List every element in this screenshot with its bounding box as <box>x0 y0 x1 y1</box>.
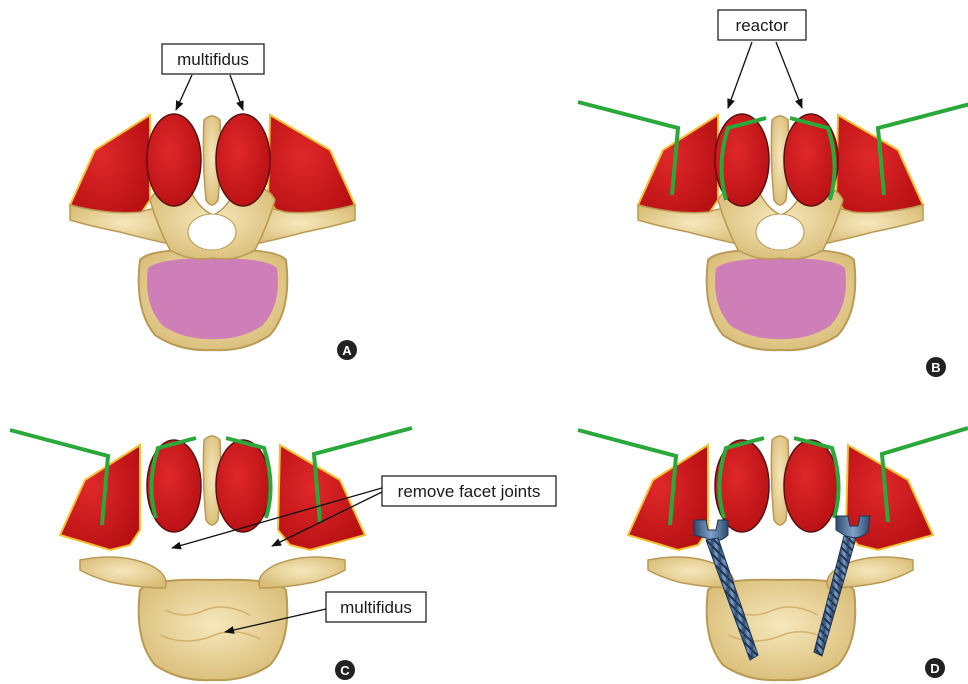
panel-c: remove facet joints multifidus C <box>10 428 556 680</box>
badge-d: D <box>925 658 945 678</box>
label-box-multifidus-top: multifidus <box>162 44 264 74</box>
badge-c: C <box>335 660 355 680</box>
label-box-multifidus-body: multifidus <box>326 592 426 622</box>
svg-text:B: B <box>931 360 940 375</box>
panel-a: multifidus A <box>70 44 357 360</box>
lateral-muscle-right <box>268 115 355 220</box>
vertebral-body-with-disc <box>707 250 856 350</box>
svg-text:A: A <box>342 343 352 358</box>
lateral-muscle-right <box>278 445 365 550</box>
lateral-muscle-left <box>70 115 150 220</box>
label-reactor: reactor <box>736 16 789 35</box>
panel-b: reactor B <box>578 10 968 377</box>
badge-a: A <box>337 340 357 360</box>
vertebral-body-with-disc <box>139 250 288 350</box>
lateral-muscle-left <box>60 445 140 550</box>
vertebral-body <box>139 580 288 680</box>
panel-d: D <box>578 428 968 680</box>
badge-b: B <box>926 357 946 377</box>
arrow-multifidus-right <box>230 75 243 110</box>
label-remove-facet-joints: remove facet joints <box>398 482 541 501</box>
label-multifidus-body: multifidus <box>340 598 412 617</box>
arrow-multifidus-left <box>176 75 192 110</box>
svg-text:C: C <box>340 663 350 678</box>
arrow-reactor-left <box>728 42 752 108</box>
label-multifidus-top: multifidus <box>177 50 249 69</box>
arrow-reactor-right <box>776 42 802 108</box>
label-box-reactor: reactor <box>718 10 806 40</box>
svg-text:D: D <box>930 661 939 676</box>
label-box-remove-facet-joints: remove facet joints <box>382 476 556 506</box>
